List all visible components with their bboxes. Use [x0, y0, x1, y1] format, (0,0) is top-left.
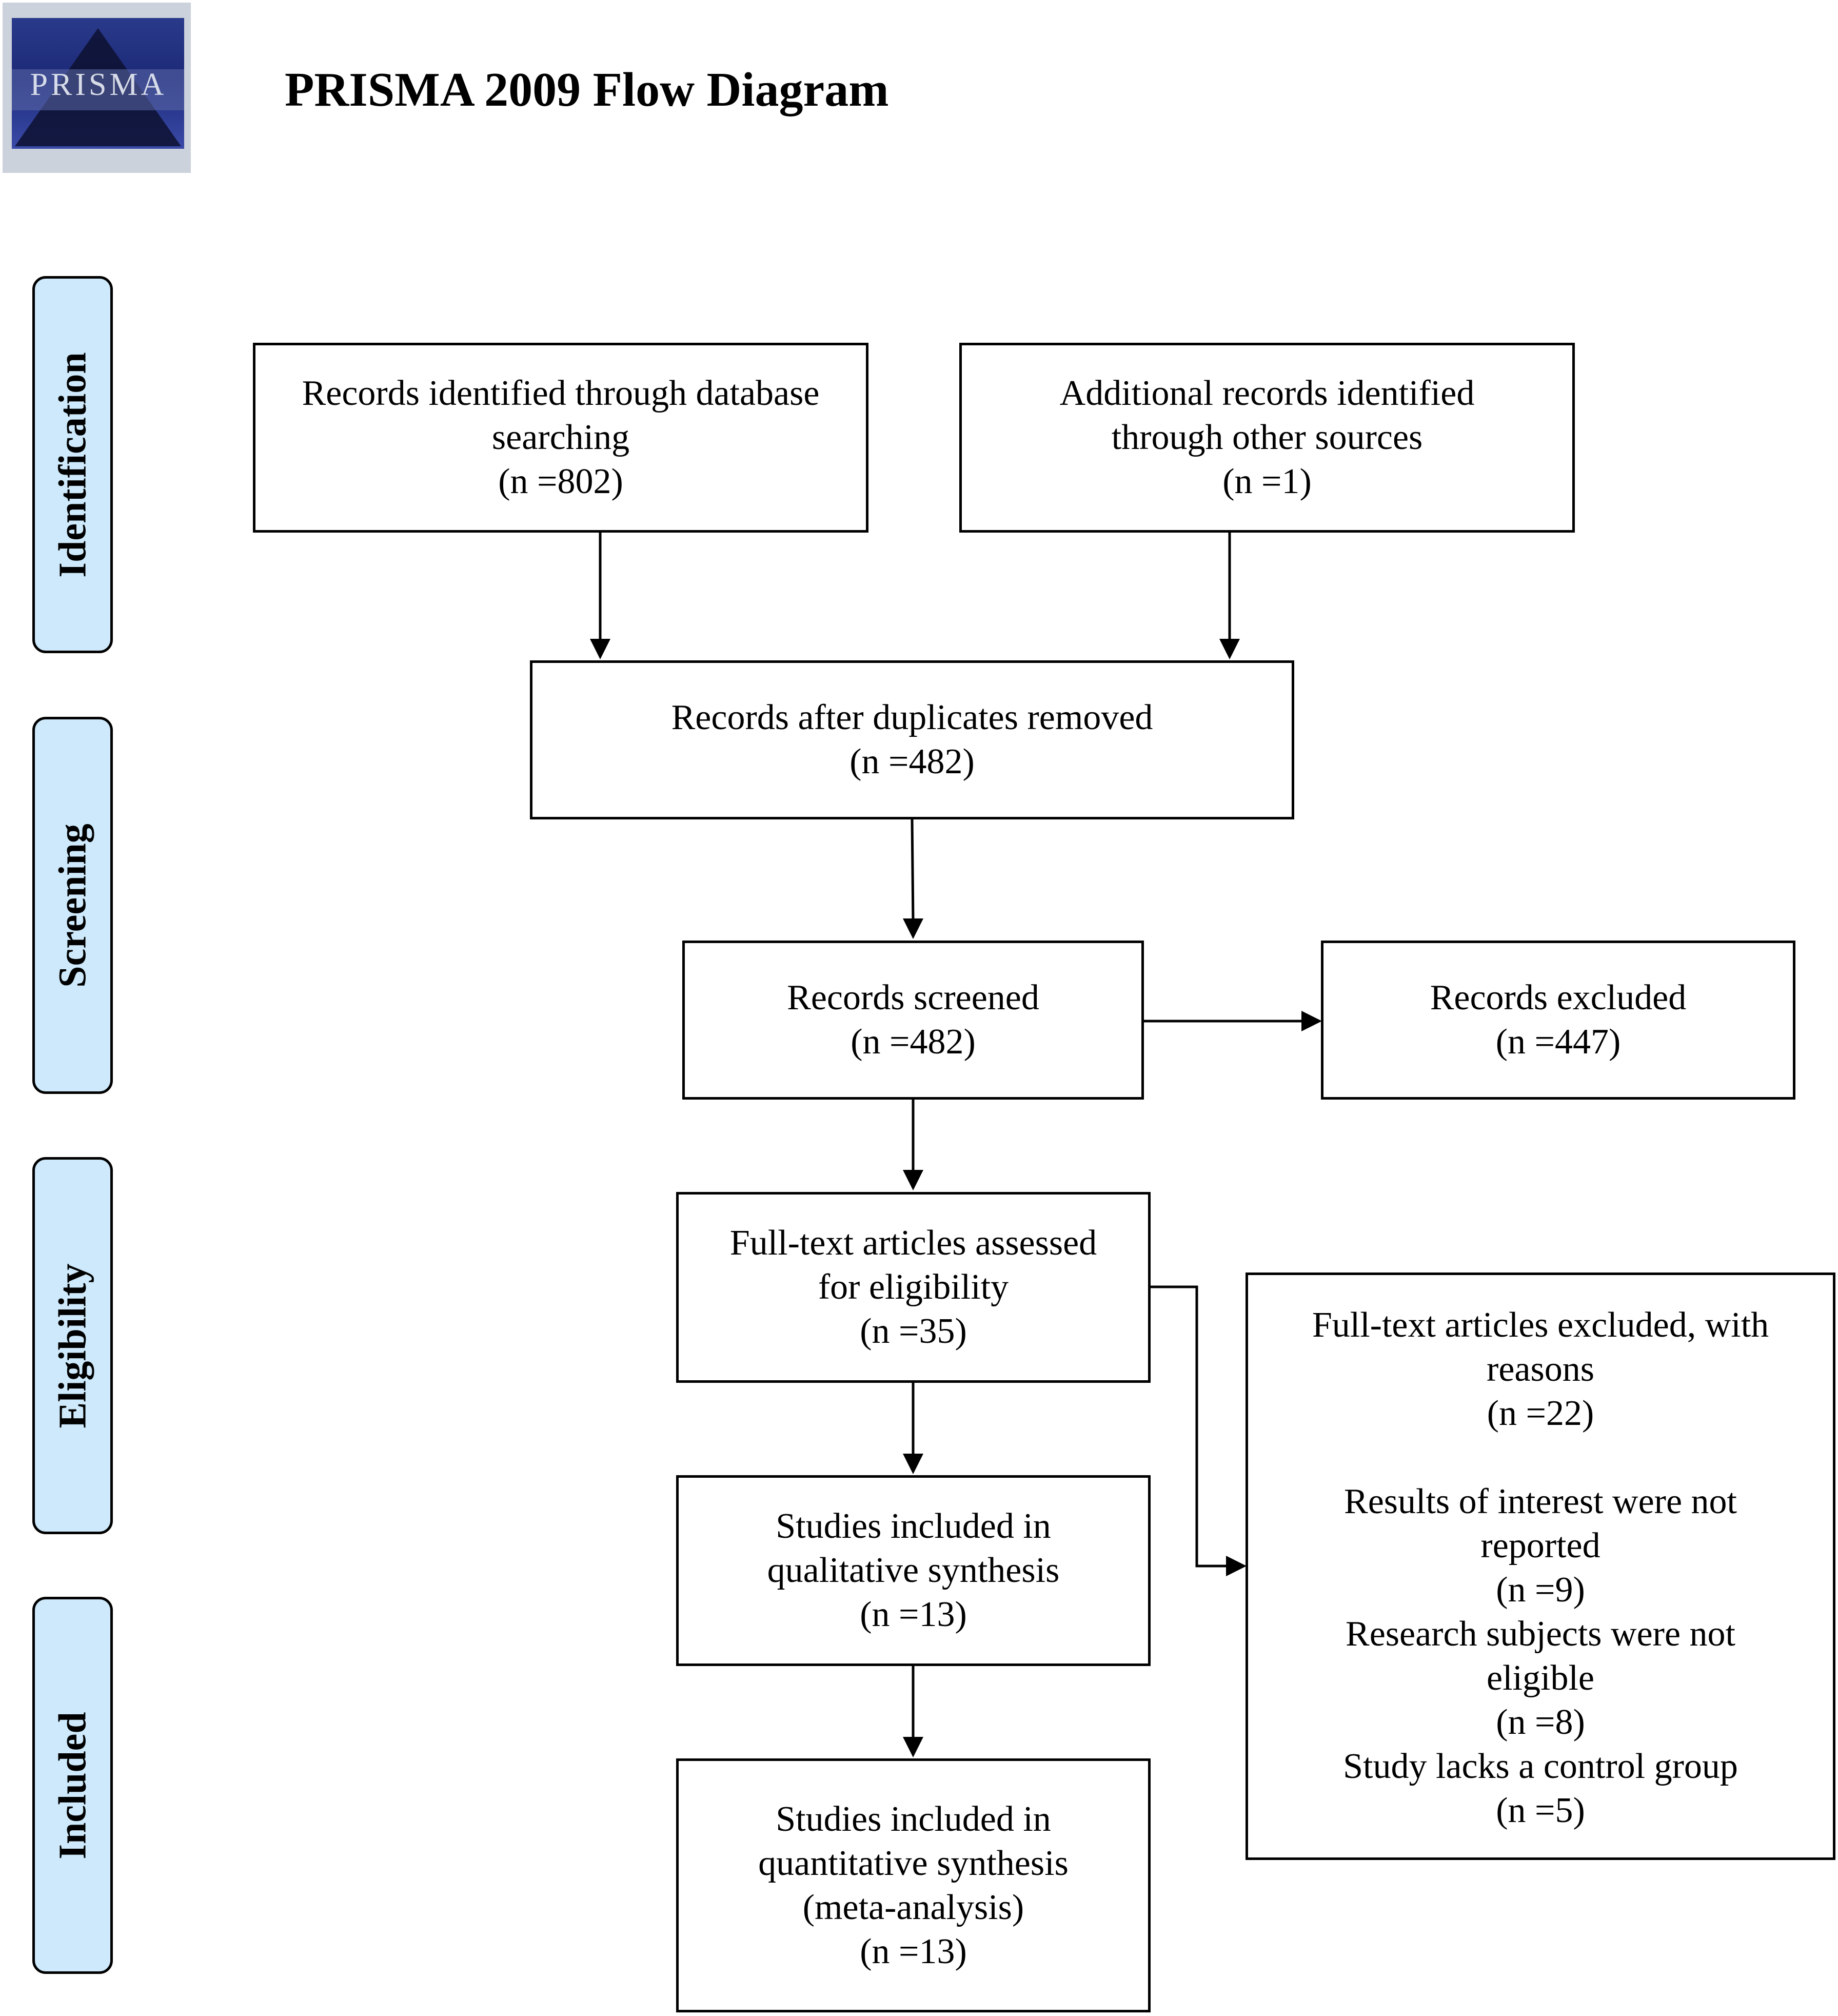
box-text: Studies included in	[776, 1506, 1051, 1546]
exclusion-count: (n =5)	[1496, 1791, 1585, 1830]
box-text: quantitative synthesis	[758, 1843, 1069, 1883]
box-database-search: Records identified through database sear…	[253, 343, 868, 533]
exclusion-count: (n =9)	[1496, 1570, 1585, 1610]
box-qualitative-synthesis: Studies included in qualitative synthesi…	[676, 1475, 1151, 1666]
box-text: searching	[491, 418, 630, 457]
exclusion-count: (n =8)	[1496, 1702, 1585, 1742]
box-text: Full-text articles assessed	[729, 1223, 1097, 1263]
box-text: Records after duplicates removed	[671, 698, 1153, 737]
arrowhead	[903, 1454, 923, 1474]
arrowhead	[903, 1170, 923, 1190]
box-text: qualitative synthesis	[767, 1551, 1060, 1590]
arrowhead	[1301, 1011, 1322, 1031]
arrowhead	[1219, 639, 1240, 659]
box-other-sources: Additional records identified through ot…	[959, 343, 1575, 533]
logo-triangle-icon	[12, 28, 184, 146]
box-text: Records excluded	[1430, 978, 1687, 1017]
box-text: Additional records identified	[1059, 374, 1475, 413]
exclusion-reason: Research subjects were not	[1346, 1614, 1735, 1654]
phase-included: Included	[32, 1597, 113, 1974]
box-text: Full-text articles excluded, with	[1312, 1305, 1769, 1345]
box-text: Records identified through database	[302, 374, 820, 413]
box-count: (n =13)	[860, 1595, 967, 1634]
box-duplicates-removed: Records after duplicates removed (n =482…	[530, 660, 1294, 819]
box-text: (meta-analysis)	[802, 1887, 1024, 1927]
box-text: reasons	[1487, 1349, 1594, 1389]
box-records-excluded: Records excluded (n =447)	[1321, 941, 1795, 1100]
box-quantitative-synthesis: Studies included in quantitative synthes…	[676, 1758, 1151, 2012]
box-count: (n =482)	[851, 1022, 976, 1062]
box-text: Studies included in	[776, 1799, 1051, 1839]
box-count: (n =35)	[860, 1312, 967, 1351]
box-text: through other sources	[1111, 418, 1423, 457]
phase-screening: Screening	[32, 717, 113, 1094]
box-count: (n =22)	[1487, 1394, 1594, 1433]
exclusion-reason: Study lacks a control group	[1343, 1747, 1738, 1786]
box-count: (n =1)	[1222, 462, 1312, 501]
box-text: for eligibility	[818, 1267, 1009, 1307]
logo-wordmark: PRISMA	[30, 67, 167, 102]
box-text: Records screened	[787, 978, 1039, 1017]
arrowhead	[1226, 1556, 1247, 1576]
arrowhead	[903, 918, 923, 939]
page-title: PRISMA 2009 Flow Diagram	[285, 63, 889, 116]
box-count: (n =482)	[849, 742, 975, 781]
prisma-logo: PRISMA	[3, 3, 191, 173]
box-count: (n =13)	[860, 1931, 967, 1971]
arrowhead	[903, 1737, 923, 1757]
phase-eligibility: Eligibility	[32, 1157, 113, 1534]
exclusion-reason: reported	[1480, 1526, 1600, 1565]
phase-identification: Identification	[32, 276, 113, 653]
arrowhead	[590, 639, 610, 659]
box-fulltext-excluded: Full-text articles excluded, with reason…	[1246, 1273, 1835, 1860]
exclusion-reason: Results of interest were not	[1344, 1482, 1737, 1521]
box-count: (n =447)	[1495, 1022, 1621, 1062]
box-records-screened: Records screened (n =482)	[682, 941, 1144, 1100]
exclusion-reason: eligible	[1487, 1658, 1594, 1698]
box-count: (n =802)	[498, 462, 623, 501]
box-fulltext-assessed: Full-text articles assessed for eligibil…	[676, 1192, 1151, 1383]
